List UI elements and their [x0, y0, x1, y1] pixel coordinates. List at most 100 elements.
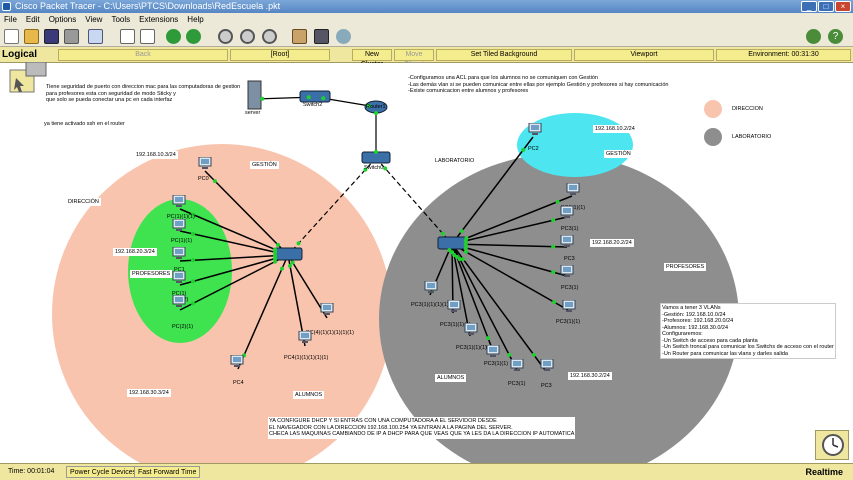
- link-status-light: [486, 336, 491, 341]
- new-file-icon[interactable]: [4, 29, 19, 44]
- zoom-reset-icon[interactable]: [240, 29, 255, 44]
- root-button[interactable]: [Root]: [230, 49, 330, 61]
- zoom-out-icon[interactable]: [262, 29, 277, 44]
- link-status-light: [463, 242, 468, 247]
- link-switch0-left[interactable]: [287, 157, 377, 256]
- server-icon[interactable]: [247, 80, 262, 110]
- link-status-light: [363, 167, 368, 172]
- menu-extensions[interactable]: Extensions: [139, 15, 179, 24]
- switch2-icon[interactable]: [299, 90, 331, 103]
- pc-icon[interactable]: [198, 157, 212, 170]
- pc-icon[interactable]: [540, 359, 554, 372]
- link-status-light: [366, 103, 371, 108]
- menu-view[interactable]: View: [85, 15, 103, 24]
- pc-icon[interactable]: [562, 300, 576, 313]
- menu-edit[interactable]: Edit: [25, 15, 40, 24]
- ssh-note[interactable]: ya tiene activado ssh en el router: [44, 121, 125, 127]
- acl-note[interactable]: -Configuramos una ACL para que los alumn…: [408, 75, 669, 94]
- link-status-light: [190, 258, 195, 263]
- pc-icon[interactable]: [424, 281, 438, 294]
- pc-icon[interactable]: [566, 183, 580, 196]
- menu-file[interactable]: File: [4, 15, 17, 24]
- drawing-palette-icon[interactable]: [292, 29, 307, 44]
- pc-left-6-label: PC(2)(1): [172, 324, 194, 330]
- power-cycle-devices-button[interactable]: Power Cycle Devices: [66, 466, 141, 478]
- realtime-mode-label[interactable]: Realtime: [805, 467, 843, 477]
- logical-workspace-label[interactable]: Logical: [2, 49, 38, 60]
- link-status-light: [383, 166, 388, 171]
- set-tiled-background-button[interactable]: Set Tiled Background: [436, 49, 572, 61]
- viewport-button[interactable]: Viewport: [574, 49, 714, 61]
- switch-left-icon[interactable]: [273, 247, 303, 261]
- activity-wizard-icon[interactable]: [88, 29, 103, 44]
- port-security-note[interactable]: Tiene seguridad de puerto con direccion …: [46, 84, 241, 103]
- save-icon[interactable]: [44, 29, 59, 44]
- network-info-icon[interactable]: [336, 29, 351, 44]
- zoom-in-icon[interactable]: [218, 29, 233, 44]
- fast-forward-time-button[interactable]: Fast Forward Time: [134, 466, 201, 478]
- environment-time-button[interactable]: Environment: 00:31:30: [716, 49, 851, 61]
- right-access-links: [429, 136, 573, 371]
- dhcp-note[interactable]: YA CONFIGURE DHCP Y SI ENTRAS CON UNA CO…: [268, 417, 576, 439]
- pc-icon[interactable]: [560, 265, 574, 278]
- pc-icon[interactable]: [447, 300, 461, 313]
- pc-right-11-label: PC3: [541, 383, 552, 389]
- pc-icon[interactable]: [172, 219, 186, 232]
- undo-icon[interactable]: [166, 29, 181, 44]
- help-icon[interactable]: ?: [828, 29, 843, 44]
- redo-icon[interactable]: [186, 29, 201, 44]
- pc-icon[interactable]: [298, 331, 312, 344]
- vlans-note[interactable]: Vamos a tener 3 VLANs -Gestión: 192.168.…: [660, 303, 836, 359]
- main-toolbar: ?: [0, 26, 853, 47]
- link-status-light: [321, 96, 326, 101]
- ip-left-gestion: 192.168.10.3/24: [134, 151, 178, 159]
- minimize-button[interactable]: _: [801, 1, 817, 12]
- link-status-light: [555, 199, 560, 204]
- pc-icon[interactable]: [172, 195, 186, 208]
- info-icon[interactable]: [806, 29, 821, 44]
- link-status-light: [212, 179, 217, 184]
- router1-label: Router1: [366, 104, 386, 110]
- link-status-light: [551, 270, 556, 275]
- maximize-button[interactable]: □: [818, 1, 834, 12]
- menu-options[interactable]: Options: [48, 15, 77, 24]
- pc-icon[interactable]: [560, 235, 574, 248]
- simulation-time: Time: 00:01:04: [8, 468, 55, 475]
- menu-help[interactable]: Help: [187, 15, 204, 24]
- move-object-button[interactable]: Move Object: [394, 49, 434, 68]
- pc-icon[interactable]: [172, 247, 186, 260]
- pc-icon[interactable]: [510, 359, 524, 372]
- server-label: server: [245, 110, 261, 116]
- pc-icon[interactable]: [230, 355, 244, 368]
- legend-laboratorio-swatch: [704, 128, 722, 146]
- realtime-clock-icon[interactable]: [815, 430, 849, 460]
- close-button[interactable]: ×: [835, 1, 851, 12]
- pc-right-6-label: PC3(1)(1)(1)(1): [411, 302, 449, 308]
- custom-devices-icon[interactable]: [314, 29, 329, 44]
- print-icon[interactable]: [64, 29, 79, 44]
- switch-right-icon[interactable]: [437, 236, 467, 250]
- ip-right-alumnos: 192.168.30.2/24: [568, 372, 612, 380]
- pc-icon[interactable]: [528, 123, 542, 136]
- menu-tools[interactable]: Tools: [111, 15, 131, 24]
- pc-icon[interactable]: [486, 345, 500, 358]
- link-status-light: [273, 253, 278, 258]
- open-folder-icon[interactable]: [24, 29, 39, 44]
- pc0-label: PC0: [198, 176, 209, 182]
- pc-icon[interactable]: [320, 303, 334, 316]
- logical-canvas[interactable]: DIRECCION LABORATORIO Tiene seguridad de…: [0, 63, 853, 463]
- link-status-light: [374, 111, 378, 116]
- pc-icon[interactable]: [464, 323, 478, 336]
- pc-icon[interactable]: [172, 295, 186, 308]
- new-cluster-button[interactable]: New Cluster: [352, 49, 392, 68]
- pc-icon[interactable]: [560, 206, 574, 219]
- link-switch0-right[interactable]: [375, 157, 453, 245]
- link-status-light: [273, 256, 278, 261]
- pc-icon[interactable]: [172, 271, 186, 284]
- menu-bar: File Edit Options View Tools Extensions …: [0, 13, 853, 26]
- label-profesores-right: PROFESORES: [664, 263, 707, 271]
- copy-icon[interactable]: [120, 29, 135, 44]
- back-button[interactable]: Back: [58, 49, 228, 61]
- paste-icon[interactable]: [140, 29, 155, 44]
- link-status-light: [374, 149, 378, 154]
